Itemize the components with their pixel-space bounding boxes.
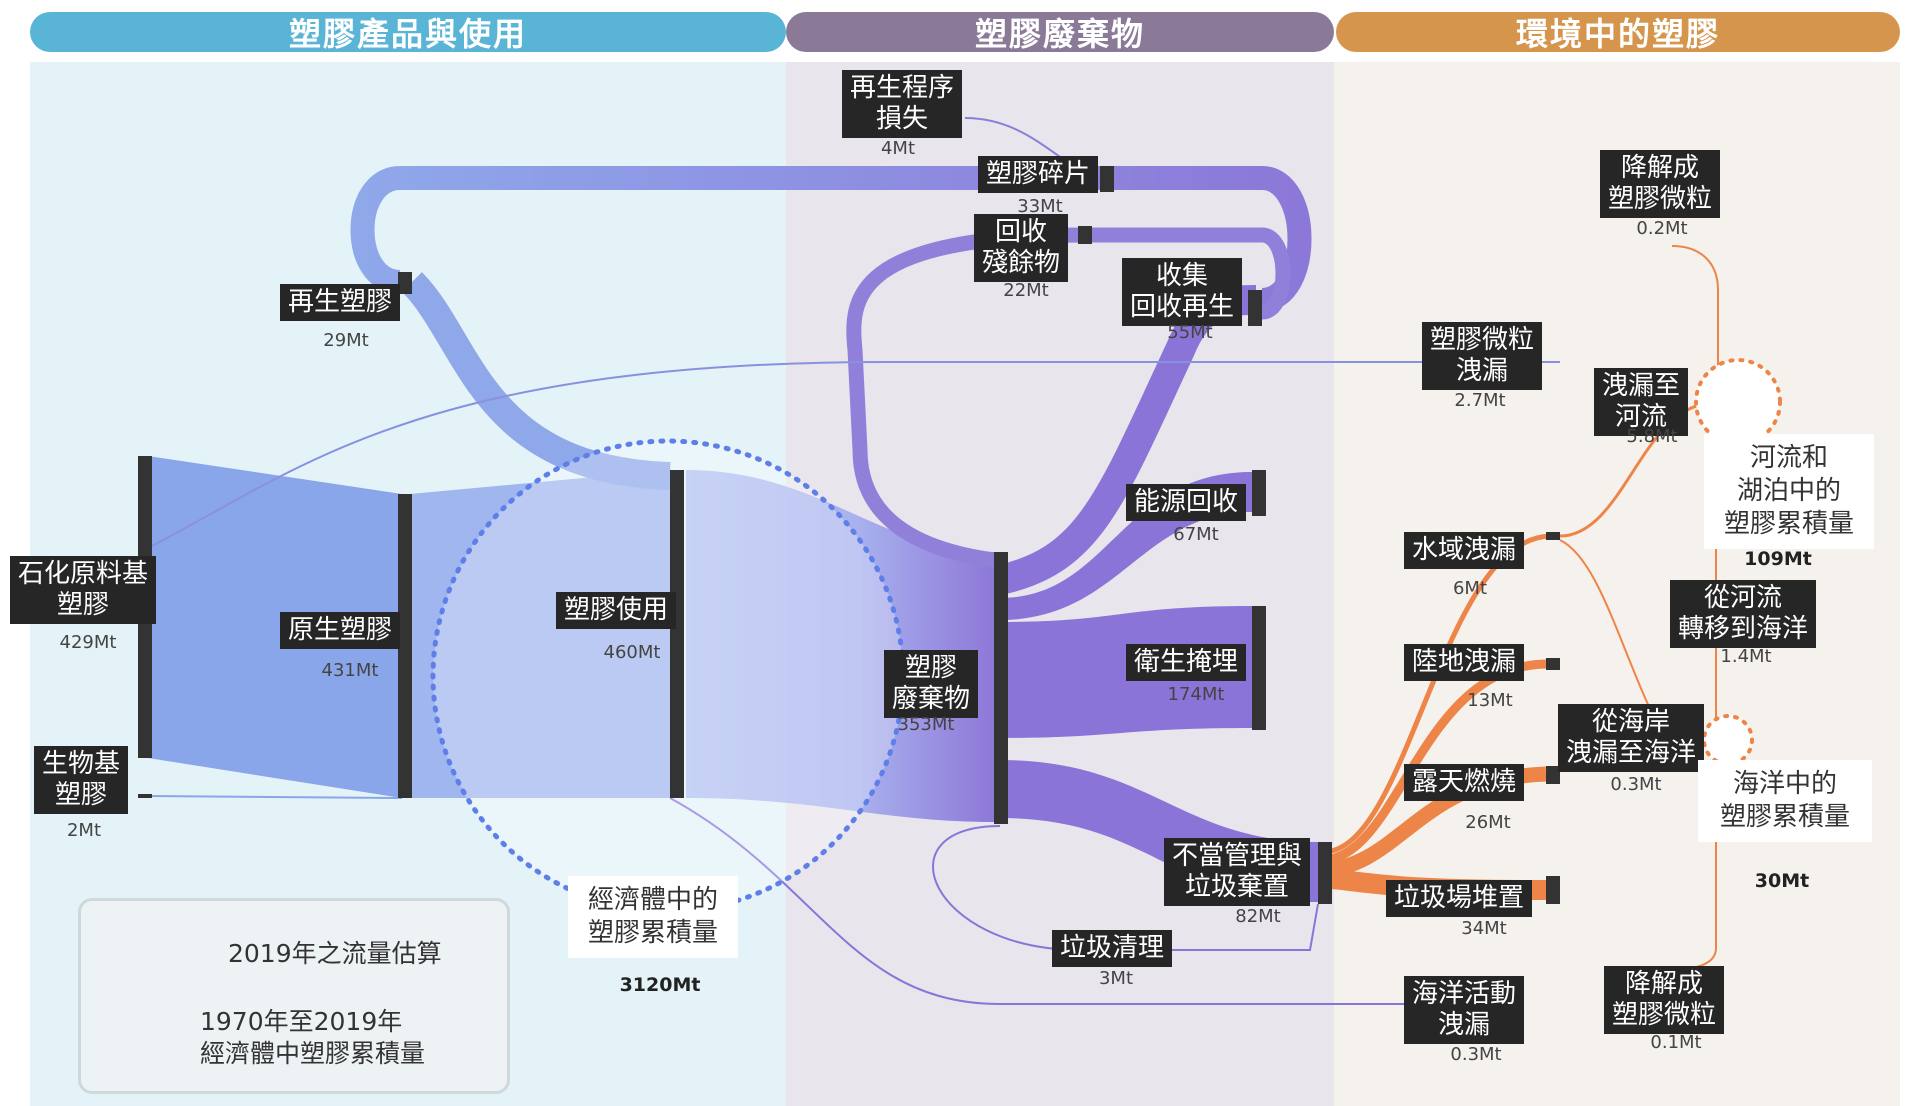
river-to-ocean-value: 1.4Mt bbox=[1720, 646, 1772, 667]
dumpsite-node-bar bbox=[1546, 876, 1560, 904]
dumpsite-value: 34Mt bbox=[1461, 918, 1507, 939]
energy-value: 67Mt bbox=[1173, 524, 1219, 545]
landfill-value: 174Mt bbox=[1167, 684, 1225, 705]
aquatic-to-coast-line bbox=[1559, 539, 1661, 731]
marine-line bbox=[669, 797, 1408, 1005]
scrap-label: 塑膠碎片 bbox=[978, 156, 1099, 193]
energy-node-bar bbox=[1252, 470, 1266, 516]
coast-to-ocean-label: 從海岸洩漏至海洋 bbox=[1558, 704, 1705, 772]
terrestrial-node-bar bbox=[1546, 658, 1560, 670]
degrade-top-value: 0.2Mt bbox=[1636, 218, 1688, 239]
micro-leak-value: 2.7Mt bbox=[1454, 390, 1506, 411]
use-label: 塑膠使用 bbox=[556, 592, 677, 629]
residue-node-bar bbox=[1078, 226, 1092, 244]
litter-value: 3Mt bbox=[1098, 968, 1134, 989]
petro-label: 石化原料基塑膠 bbox=[10, 556, 157, 624]
terrestrial-value: 13Mt bbox=[1467, 690, 1513, 711]
reproc-loss-label: 再生程序損失 bbox=[842, 70, 963, 138]
petro-value: 429Mt bbox=[59, 632, 117, 653]
degrade-top-label: 降解成塑膠微粒 bbox=[1600, 150, 1721, 218]
burning-node-bar bbox=[1546, 766, 1560, 784]
collected-label: 收集回收再生 bbox=[1122, 258, 1243, 326]
burning-label: 露天燃燒 bbox=[1404, 764, 1525, 801]
recycled-label: 再生塑膠 bbox=[280, 284, 401, 321]
bio-node-bar bbox=[138, 794, 152, 798]
energy-label: 能源回收 bbox=[1126, 484, 1247, 521]
landfill-node-bar bbox=[1252, 606, 1266, 730]
use-value: 460Mt bbox=[603, 642, 661, 663]
aquatic-node-bar bbox=[1546, 532, 1560, 540]
products-section-header: 塑膠產品與使用 bbox=[30, 12, 786, 53]
recycled-value: 29Mt bbox=[323, 330, 369, 351]
economy-stock-value: 3120Mt bbox=[619, 974, 701, 996]
waste-value: 353Mt bbox=[897, 714, 955, 735]
degrade-bottom-value: 0.1Mt bbox=[1650, 1032, 1702, 1053]
legend-box bbox=[78, 898, 510, 1094]
micro-leak-line bbox=[147, 360, 1560, 549]
landfill-label: 衛生掩埋 bbox=[1126, 644, 1247, 681]
to-rivers-value: 5.8Mt bbox=[1626, 426, 1678, 447]
waste-label: 塑膠廢棄物 bbox=[884, 650, 979, 718]
rivers-stock-circle bbox=[1694, 358, 1782, 446]
rivers-stock-value: 109Mt bbox=[1744, 548, 1812, 570]
bio-value: 2Mt bbox=[66, 820, 102, 841]
river-to-ocean-label: 從河流轉移到海洋 bbox=[1670, 580, 1817, 648]
legend-stock-text: 1970年至2019年經濟體中塑膠累積量 bbox=[200, 1007, 426, 1068]
mismanaged-node-bar bbox=[1318, 842, 1332, 904]
residue-label: 回收殘餘物 bbox=[974, 214, 1069, 282]
bio-line bbox=[147, 795, 403, 799]
primary-node-bar bbox=[398, 494, 412, 798]
bio-label: 生物基塑膠 bbox=[34, 746, 129, 814]
recycled-node-bar bbox=[398, 272, 412, 294]
ocean-stock-value: 30Mt bbox=[1754, 870, 1810, 892]
degrade-bottom-label: 降解成塑膠微粒 bbox=[1604, 966, 1725, 1034]
primary-value: 431Mt bbox=[321, 660, 379, 681]
waste-node-bar bbox=[994, 552, 1008, 824]
reproc-loss-value: 4Mt bbox=[880, 138, 916, 159]
use-to-waste-flow bbox=[686, 470, 994, 822]
mismanaged-label: 不當管理與垃圾棄置 bbox=[1164, 838, 1311, 906]
ocean-stock-label: 海洋中的塑膠累積量 bbox=[1698, 760, 1872, 842]
collected-value: 55Mt bbox=[1167, 322, 1213, 343]
primary-to-use-flow bbox=[410, 470, 670, 798]
to-rivers-label: 洩漏至河流 bbox=[1594, 368, 1689, 436]
terrestrial-label: 陸地洩漏 bbox=[1404, 644, 1525, 681]
burning-value: 26Mt bbox=[1465, 812, 1511, 833]
petro-to-primary-flow bbox=[148, 456, 402, 798]
economy-stock-circle bbox=[430, 438, 906, 914]
collected-node-bar bbox=[1248, 290, 1262, 326]
primary-label: 原生塑膠 bbox=[280, 612, 401, 649]
scrap-node-bar bbox=[1100, 166, 1114, 192]
degrade-top-line bbox=[1671, 245, 1719, 380]
micro-leak-label: 塑膠微粒洩漏 bbox=[1422, 322, 1543, 390]
use-node-bar bbox=[670, 470, 684, 798]
dumpsite-label: 垃圾場堆置 bbox=[1386, 880, 1533, 917]
rivers-stock-label: 河流和湖泊中的塑膠累積量 bbox=[1704, 434, 1874, 549]
legend-flow-text: 2019年之流量估算 bbox=[228, 939, 442, 968]
residue-loop-flow bbox=[846, 227, 1291, 568]
ocean-stock-circle bbox=[1702, 714, 1754, 766]
environment-section-header: 環境中的塑膠 bbox=[1336, 12, 1900, 53]
marine-value: 0.3Mt bbox=[1450, 1044, 1502, 1065]
residue-value: 22Mt bbox=[1003, 280, 1049, 301]
economy-stock-label: 經濟體中的塑膠累積量 bbox=[568, 876, 738, 958]
coast-to-ocean-value: 0.3Mt bbox=[1610, 774, 1662, 795]
marine-label: 海洋活動洩漏 bbox=[1404, 976, 1525, 1044]
aquatic-label: 水域洩漏 bbox=[1404, 532, 1525, 569]
aquatic-value: 6Mt bbox=[1452, 578, 1488, 599]
scrap-value: 33Mt bbox=[1017, 196, 1063, 217]
mismanaged-value: 82Mt bbox=[1235, 906, 1281, 927]
litter-label: 垃圾清理 bbox=[1052, 930, 1173, 967]
waste-section-header: 塑膠廢棄物 bbox=[786, 12, 1334, 53]
